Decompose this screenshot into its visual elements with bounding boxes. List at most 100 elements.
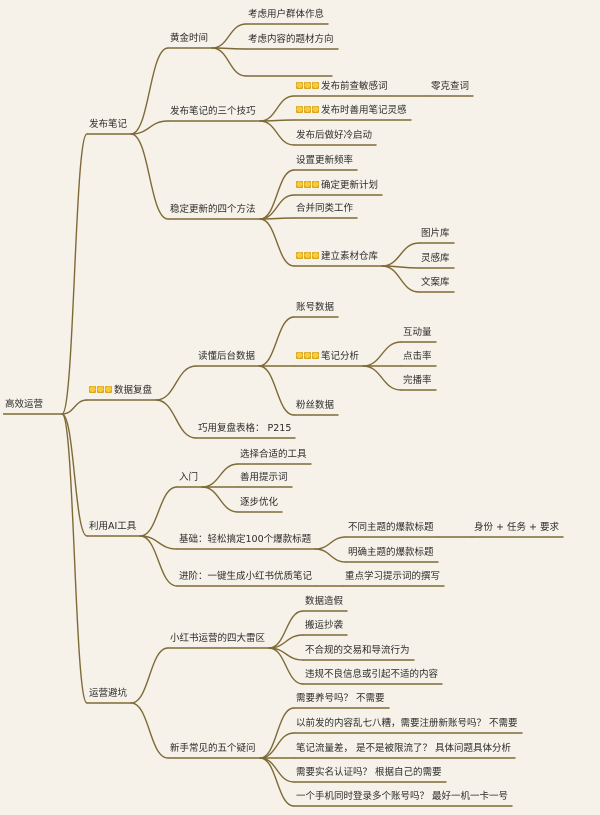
mindmap-node[interactable]: 图片库 [421, 228, 450, 240]
connector-line [259, 707, 295, 759]
node-label: 笔记分析 [321, 351, 360, 362]
mindmap-node[interactable]: 需要实名认证吗？ 根据自己的需要 [296, 767, 442, 779]
connector-line [130, 120, 169, 135]
mindmap-node[interactable]: 新手常见的五个疑问 [170, 743, 256, 755]
node-label: 以前发的内容乱七八糟，需要注册新账号吗？ 不需要 [296, 718, 518, 729]
node-label: 新手常见的五个疑问 [170, 743, 256, 754]
mindmap-node[interactable]: 设置更新频率 [296, 155, 353, 167]
connector-line [139, 535, 178, 587]
branch-node[interactable]: 数据复盘 [89, 385, 152, 397]
mindmap-node[interactable]: 稳定更新的四个方法 [170, 204, 256, 216]
mindmap-node[interactable]: 笔记分析 [296, 351, 359, 363]
mindmap-node[interactable]: 发布笔记的三个技巧 [170, 106, 256, 118]
mindmap-node[interactable]: 需要养号吗？ 不需要 [296, 693, 385, 705]
connector-line [259, 169, 295, 220]
connector-line [211, 47, 247, 77]
node-label: 一个手机同时登录多个账号吗？ 最好一机一卡一号 [296, 791, 509, 802]
mindmap-node[interactable]: 读懂后台数据 [198, 351, 255, 363]
mindmap-node[interactable]: 发布前查敏感词 [296, 81, 388, 93]
node-label: 笔记流量差， 是不是被限流了？ 具体问题具体分析 [296, 743, 512, 754]
mindmap-node[interactable]: 发布时善用笔记灵感 [296, 105, 407, 117]
mindmap-node[interactable]: 数据造假 [305, 596, 343, 608]
mindmap-node[interactable]: 建立素材仓库 [296, 251, 378, 263]
mindmap-node[interactable]: 灵感库 [421, 253, 450, 265]
sparkle-emoji-icon [296, 351, 320, 363]
node-label: 发布笔记的三个技巧 [170, 106, 256, 117]
mindmap-node[interactable]: 入门 [179, 472, 198, 484]
connector-line [130, 702, 169, 759]
connector-line [268, 610, 304, 649]
mindmap-node[interactable]: 善用提示词 [240, 472, 288, 484]
sparkle-emoji-icon [296, 251, 320, 263]
connector-line [362, 365, 402, 391]
mindmap-node[interactable]: 选择合适的工具 [240, 449, 307, 461]
mindmap-node[interactable]: 小红书运营的四大雷区 [170, 633, 265, 645]
node-label: 基础：轻松搞定100个爆款标题 [179, 534, 312, 545]
node-label: 互动量 [403, 327, 432, 338]
mindmap-node[interactable]: 基础：轻松搞定100个爆款标题 [179, 534, 311, 546]
mindmap-node[interactable]: 一个手机同时登录多个账号吗？ 最好一机一卡一号 [296, 791, 508, 803]
mindmap-node[interactable]: 粉丝数据 [296, 400, 334, 412]
node-label: 点击率 [403, 351, 432, 362]
node-label: 发布时善用笔记灵感 [321, 105, 407, 116]
node-label: 选择合适的工具 [240, 449, 307, 460]
node-label: 图片库 [421, 228, 450, 239]
mindmap-node[interactable]: 完播率 [403, 375, 432, 387]
connector-line [381, 265, 420, 293]
mindmap-node[interactable]: 进阶：一键生成小红书优质笔记 [179, 571, 312, 583]
node-label: 账号数据 [296, 302, 335, 313]
mindmap-node[interactable]: 巧用复盘表格： P215 [198, 423, 291, 435]
connector-line [381, 242, 420, 267]
mindmap-node[interactable]: 考虑内容的题材方向 [248, 34, 334, 46]
node-label: 数据复盘 [114, 385, 153, 396]
mindmap-node[interactable]: 搬运抄袭 [305, 620, 343, 632]
node-label: 稳定更新的四个方法 [170, 204, 256, 215]
node-label: 重点学习提示词的撰写 [345, 571, 441, 582]
mindmap-node[interactable]: 合并同类工作 [296, 203, 353, 215]
mindmap-node[interactable]: 考虑用户群体作息 [248, 9, 324, 21]
branch-node[interactable]: 发布笔记 [89, 119, 127, 131]
mindmap-node[interactable]: 文案库 [421, 277, 450, 289]
mindmap-node[interactable]: 重点学习提示词的撰写 [345, 571, 440, 583]
mindmap-node[interactable]: 逐步优化 [240, 497, 278, 509]
node-label: 身份 + 任务 + 要求 [474, 522, 559, 533]
mindmap-node[interactable]: 以前发的内容乱七八糟，需要注册新账号吗？ 不需要 [296, 718, 518, 730]
mindmap-node[interactable]: 明确主题的爆款标题 [348, 547, 434, 559]
node-label: 入门 [179, 472, 199, 483]
connector-line [314, 536, 347, 550]
connector-line [155, 399, 197, 439]
node-label: 考虑内容的题材方向 [248, 34, 334, 45]
connector-line [259, 217, 295, 220]
mindmap-node[interactable]: 互动量 [403, 327, 432, 339]
mindmap-node[interactable]: 不同主题的爆款标题 [348, 522, 434, 534]
mindmap-node[interactable]: 笔记流量差， 是不是被限流了？ 具体问题具体分析 [296, 743, 511, 755]
mindmap-node[interactable]: 发布后做好冷启动 [296, 130, 372, 142]
branch-node[interactable]: 运营避坑 [89, 688, 127, 700]
mindmap-node[interactable]: 黄金时间 [170, 33, 208, 45]
mindmap-node[interactable]: 零克查词 [431, 81, 469, 93]
sparkle-emoji-icon [296, 180, 320, 192]
connector-line [259, 120, 295, 146]
mindmap-node[interactable]: 违规不良信息或引起不适的内容 [305, 669, 438, 681]
node-label: 黄金时间 [170, 33, 209, 44]
mindmap-node[interactable]: 确定更新计划 [296, 180, 378, 192]
node-label: 巧用复盘表格： P215 [198, 423, 292, 434]
node-label: 发布前查敏感词 [321, 81, 388, 92]
mindmap-node[interactable]: 不合规的交易和导流行为 [305, 645, 410, 657]
branch-node[interactable]: 利用AI工具 [89, 521, 136, 533]
mindmap-node[interactable]: 身份 + 任务 + 要求 [474, 522, 559, 534]
node-label: 违规不良信息或引起不适的内容 [305, 669, 439, 680]
mindmap-node[interactable]: 点击率 [403, 351, 432, 363]
connector-line [259, 218, 295, 267]
connector-line [155, 365, 197, 401]
mindmap-node[interactable]: 账号数据 [296, 302, 334, 314]
sparkle-emoji-icon [89, 385, 113, 397]
node-label: 灵感库 [421, 253, 450, 264]
connector-line [211, 23, 247, 49]
root-node[interactable]: 高效运营 [5, 399, 43, 411]
connector-line [130, 133, 169, 220]
connector-line [259, 757, 295, 783]
node-label: 不同主题的爆款标题 [348, 522, 434, 533]
node-label: 确定更新计划 [321, 180, 379, 191]
node-label: 发布后做好冷启动 [296, 130, 373, 141]
